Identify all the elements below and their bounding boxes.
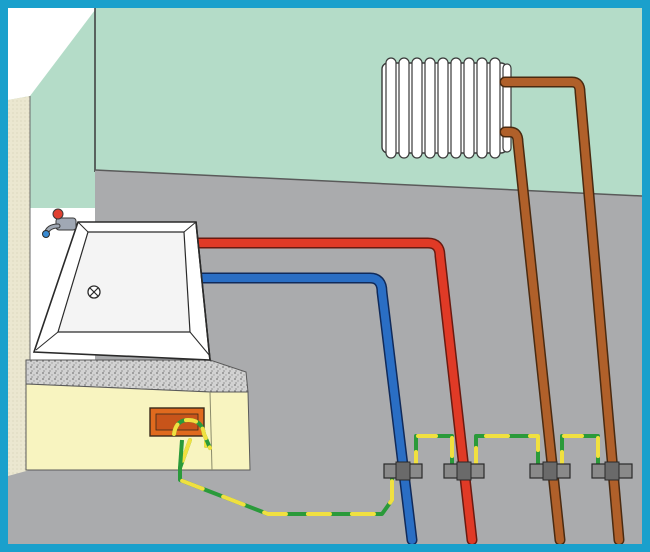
heating-flow-clamp xyxy=(591,461,633,481)
heating-return-clamp xyxy=(529,461,571,481)
side-wall xyxy=(8,96,30,476)
tap-icon xyxy=(42,208,77,238)
junction-box xyxy=(149,407,212,469)
water-pipes xyxy=(192,237,478,546)
bathtub-base xyxy=(25,359,251,471)
pipe-clamps xyxy=(383,461,633,481)
radiator-icon xyxy=(381,57,512,159)
bathtub xyxy=(32,221,211,361)
hot-pipe-clamp xyxy=(443,461,485,481)
drain-icon xyxy=(87,285,101,299)
tub-panel xyxy=(25,383,251,471)
ceiling-corner xyxy=(8,8,95,100)
floor-edge-line xyxy=(94,169,643,197)
heating-pipes xyxy=(499,76,625,546)
cold-pipe-clamp xyxy=(383,461,423,481)
